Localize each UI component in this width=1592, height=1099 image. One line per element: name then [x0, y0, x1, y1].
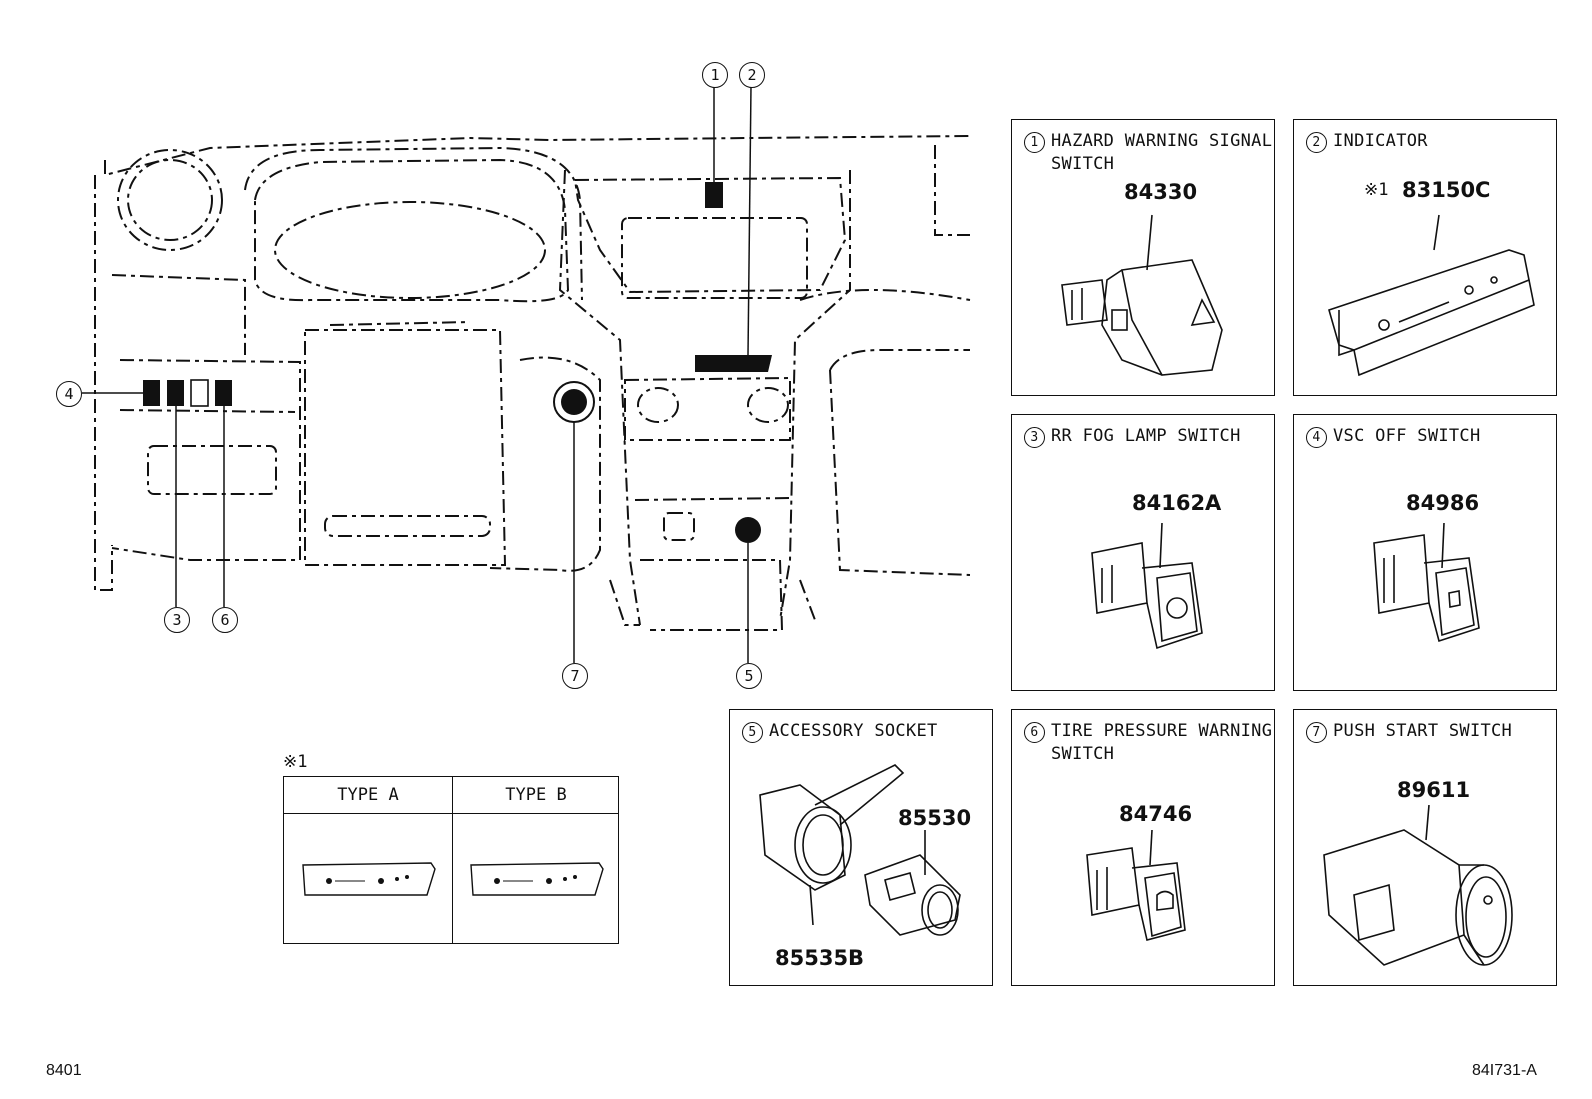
part-number[interactable]: 83150C: [1402, 178, 1491, 202]
vsc-switch-marker: [143, 380, 160, 406]
panel-number: 3: [1024, 427, 1045, 448]
panel-title: HAZARD WARNING SIGNAL SWITCH: [1051, 131, 1273, 174]
part-number-85530[interactable]: 85530: [898, 806, 972, 830]
panel-tire-pressure-warning-switch[interactable]: 6 TIRE PRESSURE WARNING SWITCH 84746: [1011, 709, 1275, 986]
tire-pressure-switch-icon: [1086, 830, 1186, 941]
accessory-socket-icon: [759, 764, 961, 936]
accessory-socket-marker: [735, 517, 761, 543]
type-b-indicator-icon: [470, 862, 604, 896]
panel-number: 2: [1306, 132, 1327, 153]
callout-4[interactable]: 4: [56, 381, 82, 407]
footer-illustration-code: 84I731-A: [1472, 1062, 1537, 1079]
fog-lamp-switch-icon: [1091, 523, 1203, 650]
indicator-marker: [695, 355, 772, 372]
type-a-indicator-icon: [302, 862, 436, 896]
type-b-column: TYPE B: [452, 777, 620, 943]
panel-number: 6: [1024, 722, 1045, 743]
panel-number: 4: [1306, 427, 1327, 448]
part-number[interactable]: 89611: [1397, 778, 1471, 802]
part-number-85535b[interactable]: 85535B: [775, 946, 865, 970]
part-number[interactable]: 84162A: [1132, 491, 1222, 515]
panel-title: RR FOG LAMP SWITCH: [1051, 426, 1241, 446]
part-number[interactable]: 84330: [1124, 180, 1198, 204]
callout-5[interactable]: 5: [736, 663, 762, 689]
part-number[interactable]: 84986: [1406, 491, 1480, 515]
panel-title: TIRE PRESSURE WARNING SWITCH: [1051, 721, 1273, 764]
panel-title: PUSH START SWITCH: [1333, 721, 1513, 741]
panel-accessory-socket[interactable]: 5 ACCESSORY SOCKET 85530 85535B: [729, 709, 993, 986]
panel-title: ACCESSORY SOCKET: [769, 721, 938, 741]
hazard-switch-icon: [1061, 214, 1223, 376]
panel-rr-fog-lamp-switch[interactable]: 3 RR FOG LAMP SWITCH 84162A: [1011, 414, 1275, 691]
type-a-header: TYPE A: [337, 785, 399, 805]
type-table-column-divider: [452, 777, 453, 943]
type-b-header: TYPE B: [505, 785, 567, 805]
panel-number: 1: [1024, 132, 1045, 153]
hazard-switch-marker: [705, 182, 723, 208]
type-table: TYPE A TYPE B: [283, 776, 619, 944]
vsc-off-switch-icon: [1373, 523, 1480, 643]
part-number[interactable]: 84746: [1119, 802, 1193, 826]
panel-vsc-off-switch[interactable]: 4 VSC OFF SWITCH 84986: [1293, 414, 1557, 691]
callout-6[interactable]: 6: [212, 607, 238, 633]
panel-title: VSC OFF SWITCH: [1333, 426, 1481, 446]
callout-1[interactable]: 1: [702, 62, 728, 88]
panel-push-start-switch[interactable]: 7 PUSH START SWITCH 89611: [1293, 709, 1557, 986]
indicator-panel-icon: [1328, 214, 1535, 377]
callout-3[interactable]: 3: [164, 607, 190, 633]
callout-2[interactable]: 2: [739, 62, 765, 88]
panel-title: INDICATOR: [1333, 131, 1428, 151]
push-start-switch-icon: [1323, 805, 1513, 966]
panel-indicator[interactable]: 2 INDICATOR ※1 83150C: [1293, 119, 1557, 396]
type-table-note: ※1: [283, 752, 308, 772]
push-start-marker: [561, 389, 587, 415]
panel-number: 7: [1306, 722, 1327, 743]
footer-page-code: 8401: [46, 1062, 82, 1079]
type-table-header-divider: [284, 813, 618, 814]
fog-switch-marker: [167, 380, 184, 406]
callout-7[interactable]: 7: [562, 663, 588, 689]
tire-switch-marker: [215, 380, 232, 406]
note-mark: ※1: [1364, 180, 1389, 200]
type-a-column: TYPE A: [284, 777, 452, 943]
panel-number: 5: [742, 722, 763, 743]
panel-hazard-switch[interactable]: 1 HAZARD WARNING SIGNAL SWITCH 84330: [1011, 119, 1275, 396]
